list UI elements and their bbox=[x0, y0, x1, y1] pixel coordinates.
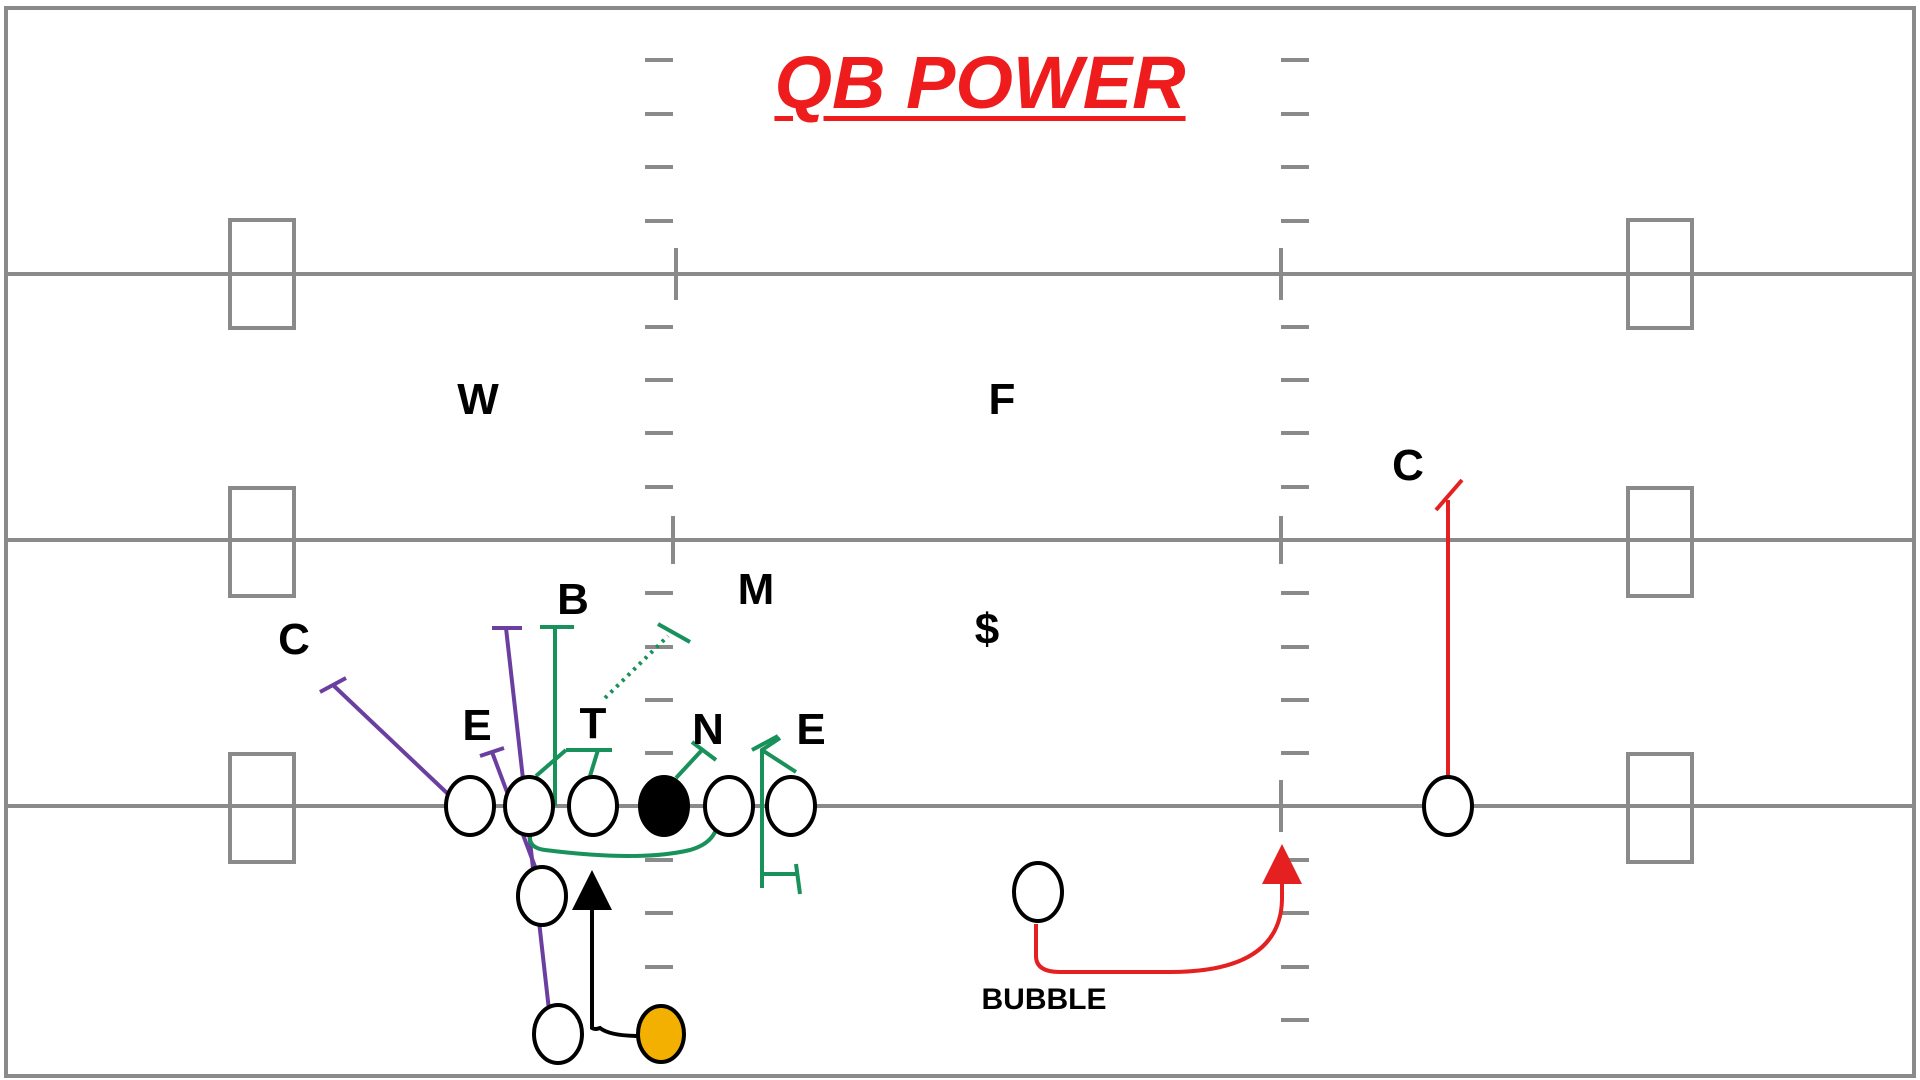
tackle-block-end-cap bbox=[751, 734, 779, 752]
hash-marks bbox=[645, 58, 1309, 1022]
wing-back bbox=[516, 865, 568, 927]
offense bbox=[444, 775, 1474, 1065]
offensive-guard-right bbox=[703, 775, 755, 837]
center-block-nose-cap bbox=[690, 740, 718, 762]
green-blocks bbox=[528, 622, 802, 895]
number-box-left-1 bbox=[228, 218, 296, 330]
guard-combo-mike bbox=[603, 634, 670, 700]
defender-b: B bbox=[557, 575, 589, 624]
wing-block-end-cap bbox=[479, 746, 505, 758]
tackle-block-end-out bbox=[760, 748, 798, 774]
number-box-right-1 bbox=[1626, 218, 1694, 330]
pulling-guard-path bbox=[528, 806, 720, 858]
defender-c-left: C bbox=[278, 615, 310, 664]
number-box-right-2 bbox=[1626, 486, 1694, 598]
center-player bbox=[638, 775, 690, 837]
defender-w: W bbox=[457, 375, 499, 424]
red-routes bbox=[1034, 478, 1464, 974]
defender-e-right: E bbox=[796, 705, 826, 754]
defender-f: F bbox=[988, 375, 1016, 424]
tackle-block-end-down-cap bbox=[794, 863, 802, 895]
defender-dollar: $ bbox=[974, 605, 1000, 654]
defender-t: T bbox=[579, 699, 607, 748]
number-box-left-3 bbox=[228, 752, 296, 864]
tackle-block-corner bbox=[331, 683, 450, 796]
bubble-route bbox=[1034, 844, 1302, 974]
number-box-left-2 bbox=[228, 486, 296, 598]
offensive-tackle-right bbox=[765, 775, 817, 837]
number-box-right-3 bbox=[1626, 752, 1694, 864]
bubble-label: BUBBLE bbox=[981, 983, 1107, 1016]
yard-number-boxes bbox=[228, 218, 1694, 864]
defender-c-right: C bbox=[1392, 441, 1424, 490]
qb-path-arrow bbox=[572, 870, 641, 1038]
wide-receiver-right bbox=[1422, 775, 1474, 837]
guard-block-tackle-2 bbox=[588, 749, 600, 777]
play-title: QB POWER bbox=[774, 41, 1186, 124]
defender-m: M bbox=[737, 565, 775, 614]
running-back bbox=[532, 1003, 584, 1065]
center-block-nose bbox=[674, 748, 704, 780]
quarterback-highlighted bbox=[636, 1004, 686, 1064]
offensive-guard-left-2 bbox=[567, 775, 619, 837]
yard-lines bbox=[6, 272, 1914, 808]
defender-n: N bbox=[692, 705, 724, 754]
tackle-block-corner-cap bbox=[319, 676, 347, 694]
offensive-guard-left bbox=[503, 775, 555, 837]
guard-combo-mike-cap bbox=[657, 622, 691, 644]
outside-wr-block-cap bbox=[1434, 478, 1464, 512]
defender-e-left: E bbox=[462, 701, 492, 750]
offensive-tackle-left bbox=[444, 775, 496, 837]
guard-block-tackle bbox=[534, 748, 568, 778]
slot-receiver bbox=[1012, 861, 1064, 923]
